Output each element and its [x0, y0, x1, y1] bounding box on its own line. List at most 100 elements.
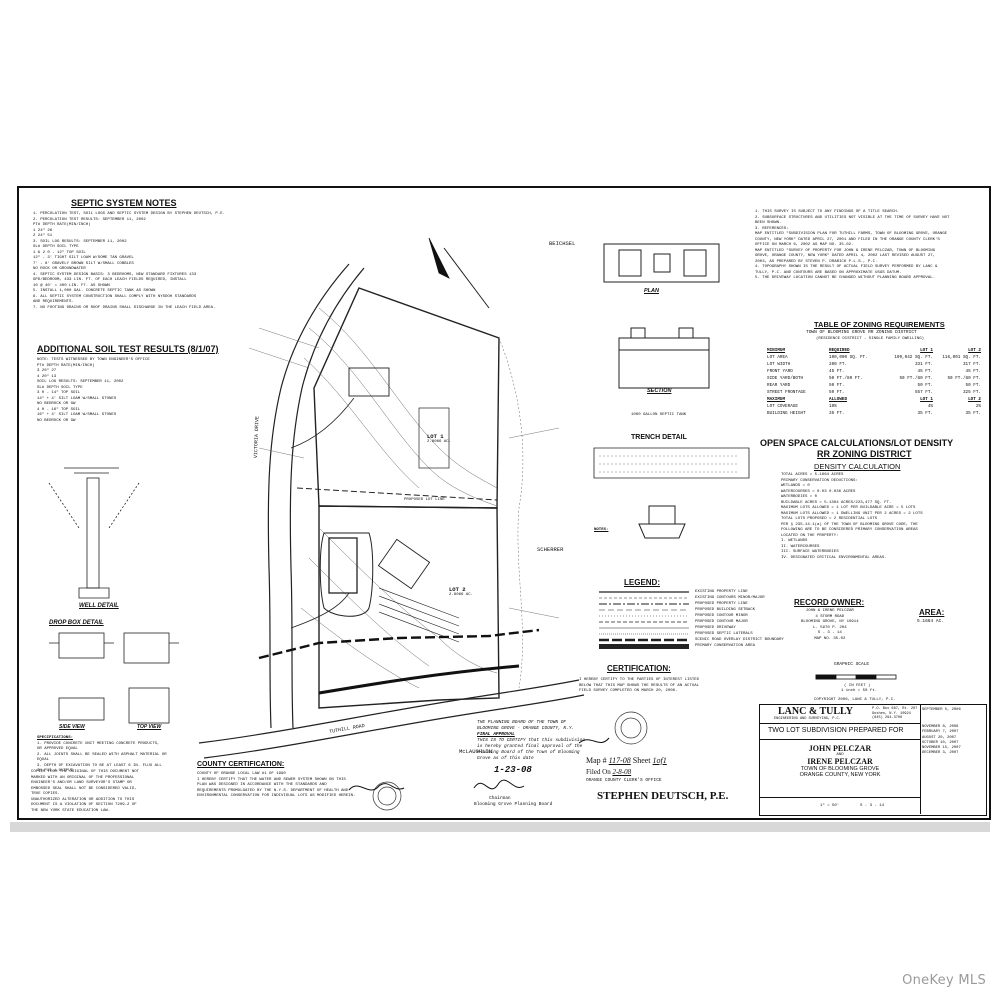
lot2-label: LOT 2 — [449, 586, 466, 593]
septic-notes-list: 1. PERCOLATION TEST, SOIL LOGS AND SEPTI… — [33, 212, 225, 311]
title-block: LANC & TULLY ENGINEERING AND SURVEYING, … — [759, 704, 987, 816]
chairman-label: Chairman — [489, 796, 511, 801]
map-number: 117-08 — [608, 756, 631, 765]
soil-test-list: NOTE: TESTS WITNESSED BY TOWN ENGINEER'S… — [37, 358, 150, 424]
note-line: 1. THIS SURVEY IS SUBJECT TO ANY FINDING… — [755, 210, 900, 214]
owner-cell: JOHN PELCZAR AND IRENE PELCZAR TOWN OF B… — [760, 739, 921, 798]
note-line: 3. REFERENCES: — [755, 226, 789, 231]
zoning-cell: 50 FT. — [917, 383, 933, 388]
legend-item: EXISTING CONTOURS MINOR/MAJOR — [695, 596, 765, 600]
septic-note-line: 2 24" 51 — [33, 234, 53, 238]
trench-detail-title: TRENCH DETAIL — [631, 434, 687, 441]
graphic-scale-title: GRAPHIC SCALE — [834, 662, 870, 667]
septic-note-line: PT# DEPTH RATE(MIN/INCH) — [33, 223, 91, 227]
legend-item: PROPOSED SEPTIC LATERALS — [695, 632, 753, 636]
zoning-cell: 50 FT. — [965, 383, 981, 388]
onekey-mls-watermark: OneKey MLS — [902, 973, 986, 988]
county-line: REQUIREMENTS PROMULGATED BY THE N.Y.S. D… — [197, 788, 349, 793]
zoning-cell: 325 FT. — [962, 390, 981, 395]
zoning-header-cell: MINIMUM — [767, 348, 786, 353]
note-line: 2. SUBSURFACE STRUCTURES AND UTILITIES N… — [755, 215, 950, 220]
zoning-cell: 100,000 SQ. FT. — [829, 355, 868, 360]
certification-line: I HEREBY CERTIFY TO THE PARTIES OF INTER… — [579, 678, 700, 682]
planning-line: THIS IS TO CERTIFY that this subdivision — [477, 738, 586, 743]
legend-item: SCENIC ROAD OVERLAY DISTRICT BOUNDARY — [695, 638, 784, 642]
zoning-header-cell: LOT 2 — [968, 397, 981, 402]
spec-line: OR APPROVED EQUAL — [37, 747, 78, 751]
zoning-header-cell: LOT 1 — [920, 348, 933, 353]
revision-date: AUGUST 20, 2007 — [922, 735, 957, 740]
zoning-max-header-row: MAXIMUM ALLOWED LOT 1 LOT 2 — [767, 396, 982, 403]
revision-list: SEPTEMBER 5, 2006 NOVEMBER 8, 2006 FEBRU… — [922, 708, 961, 756]
zoning-cell: 35 FT. — [965, 411, 981, 416]
copies-note-line: COPIES FROM THE ORIGINAL OF THIS DOCUMEN… — [31, 770, 140, 774]
density-line: III. SURFACE WATERBODIES — [781, 550, 839, 554]
specifications-title: SPECIFICATIONS: — [37, 736, 74, 740]
planning-line: BLOOMING GROVE - ORANGE COUNTY, N.Y. — [477, 726, 575, 731]
zoning-cell: 45 FT. — [829, 369, 845, 374]
note-line: BEEN SHOWN. — [755, 221, 782, 225]
soil-line: PT# DEPTH RATE(MIN/INCH) — [37, 363, 95, 368]
zoning-cell: 4% — [927, 404, 933, 409]
tax-map-id: S - 3 - 14 — [860, 804, 885, 808]
map-number-row: Map # 117-08 Sheet 1of1 — [586, 756, 667, 765]
record-owner-line: 4 STORM ROAD — [815, 614, 845, 619]
owner-and: AND — [836, 753, 844, 757]
lot1-label: LOT 1 — [427, 433, 444, 440]
tank-caption: 1000 GALLON SEPTIC TANK — [631, 413, 687, 417]
note-line: OFFICE ON MARCH 6, 2002 AS MAP NO. 35-02… — [755, 243, 854, 247]
density-line: BUILDABLE ACRES = 5.1304 ACRES/223,477 S… — [781, 500, 892, 505]
septic-note-line: SL# DEPTH SOIL TYPE — [33, 245, 79, 249]
zoning-cell: 35 FT. — [917, 411, 933, 416]
zoning-cell: 35 FT. — [829, 411, 845, 416]
top-view-label: TOP VIEW — [137, 724, 162, 730]
lot1-area: 2.8066 AC. — [427, 440, 452, 444]
proposed-lot-line-label: PROPOSED LOT LINE — [404, 498, 445, 502]
subdivision-plat-sheet: SEPTIC SYSTEM NOTES 1. PERCOLATION TEST,… — [17, 186, 991, 820]
revision-date: NOVEMBER 15, 2007 — [922, 746, 961, 751]
density-line: LOCATED ON THE PROPERTY: — [781, 533, 839, 538]
zoning-cell: 50 FT./80 FT. — [829, 376, 863, 381]
legend-item: PROPOSED DRIVEWAY — [695, 626, 736, 630]
planning-line: Grove as of this date — [477, 756, 534, 761]
septic-note-line: 5. INSTALL 1,000 GAL. CONCRETE SEPTIC TA… — [33, 289, 156, 293]
zoning-cell: LOT AREA — [767, 355, 788, 360]
note-line: MAP ENTITLED "SUBDIVISION PLAN FOR TUTHI… — [755, 232, 948, 236]
spec-line: EQUAL — [37, 758, 50, 762]
septic-note-line: 7. NO FOOTING DRAINS OR ROOF DRAINS SHAL… — [33, 305, 216, 310]
copies-note-line: TRUE COPIES. — [31, 792, 60, 796]
soil-line: 4 20" 13 — [37, 374, 57, 379]
county-cert-title: COUNTY CERTIFICATION: — [197, 761, 285, 768]
county-name: ORANGE COUNTY, NEW YORK — [799, 772, 881, 778]
note-line: MAP ENTITLED "SURVEY OF PROPERTY FOR JOH… — [755, 248, 936, 253]
density-calc-block: TOTAL ACRES = 5.1664 ACRES PRIMARY CONSE… — [781, 473, 923, 561]
soil-line: 14" + 4' SILT LOAM W/SMALL STONES — [37, 396, 117, 401]
zoning-cell: 45 FT. — [965, 369, 981, 374]
zoning-cell: 331 FT. — [914, 362, 933, 367]
side-view-label: SIDE VIEW — [59, 724, 85, 730]
filed-date: 2-8-08 — [612, 768, 632, 776]
county-line: PLAN WAS DESIGNED IN ACCORDANCE WITH THE… — [197, 783, 327, 787]
engineer-name: STEPHEN DEUTSCH, P.E. — [597, 790, 729, 802]
zoning-district-title: RR ZONING DISTRICT — [817, 449, 912, 459]
project-cell: TWO LOT SUBDIVISION PREPARED FOR — [760, 723, 921, 740]
density-line: WATERCOURSES = 0.03 0.036 ACRES — [781, 489, 856, 494]
firm-subtitle: ENGINEERING AND SURVEYING, P.C. — [774, 717, 841, 721]
zoning-cell: BUILDING HEIGHT — [767, 411, 806, 416]
septic-note-line: 1 24" 26 — [33, 228, 53, 233]
copies-note-line: EMBOSSED SEAL SHALL NOT BE CONSIDERED VA… — [31, 786, 137, 791]
mclaughlin-label: McLAUGHLIN — [459, 748, 493, 755]
zoning-cell: 116,001 SQ. FT. — [942, 355, 981, 360]
planning-board-block: THE PLANNING BOARD OF THE TOWN OF BLOOMI… — [477, 720, 585, 762]
density-line: II. WATERCOURSES — [781, 544, 820, 549]
tank-plan-label: PLAN — [644, 288, 659, 294]
zoning-cell: 50 FT. — [829, 383, 845, 388]
tank-notes-label: NOTES: — [594, 528, 609, 532]
zoning-cell: LOT WIDTH — [767, 362, 791, 367]
septic-note-line: AND REQUIREMENTS. — [33, 300, 74, 304]
soil-line: 3 20" 27 — [37, 369, 57, 373]
legend-item: PRIMARY CONSERVATION AREA — [695, 644, 756, 648]
